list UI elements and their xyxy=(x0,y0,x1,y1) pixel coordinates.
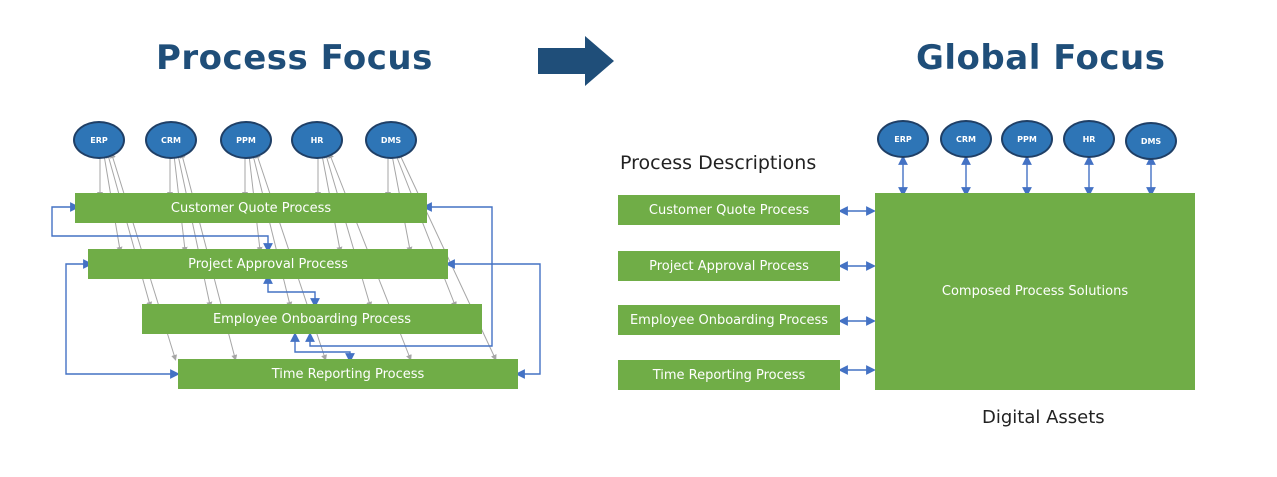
left-process-project-approval: Project Approval Process xyxy=(88,249,448,279)
right-process-time-reporting: Time Reporting Process xyxy=(618,360,840,390)
right-node-ppm: PPM xyxy=(1001,120,1053,158)
right-title: Global Focus xyxy=(916,38,1166,78)
composed-process-solutions: Composed Process Solutions xyxy=(875,193,1195,390)
left-node-ppm: PPM xyxy=(220,121,272,159)
left-node-crm: CRM xyxy=(145,121,197,159)
left-node-dms: DMS xyxy=(365,121,417,159)
left-process-employee-onboarding: Employee Onboarding Process xyxy=(142,304,482,334)
right-process-arrows xyxy=(838,206,876,375)
right-process-project-approval: Project Approval Process xyxy=(618,251,840,281)
left-process-time-reporting: Time Reporting Process xyxy=(178,359,518,389)
right-node-hr: HR xyxy=(1063,120,1115,158)
right-process-employee-onboarding: Employee Onboarding Process xyxy=(618,305,840,335)
left-node-hr: HR xyxy=(291,121,343,159)
left-title: Process Focus xyxy=(156,38,433,78)
process-descriptions-label: Process Descriptions xyxy=(620,152,817,174)
left-node-erp: ERP xyxy=(73,121,125,159)
right-node-crm: CRM xyxy=(940,120,992,158)
transition-arrow xyxy=(538,36,614,86)
blue-process-links xyxy=(51,202,541,379)
right-process-customer-quote: Customer Quote Process xyxy=(618,195,840,225)
left-process-customer-quote: Customer Quote Process xyxy=(75,193,427,223)
right-system-arrows xyxy=(898,155,1156,197)
right-node-dms: DMS xyxy=(1125,122,1177,160)
digital-assets-label: Digital Assets xyxy=(982,407,1105,428)
right-node-erp: ERP xyxy=(877,120,929,158)
